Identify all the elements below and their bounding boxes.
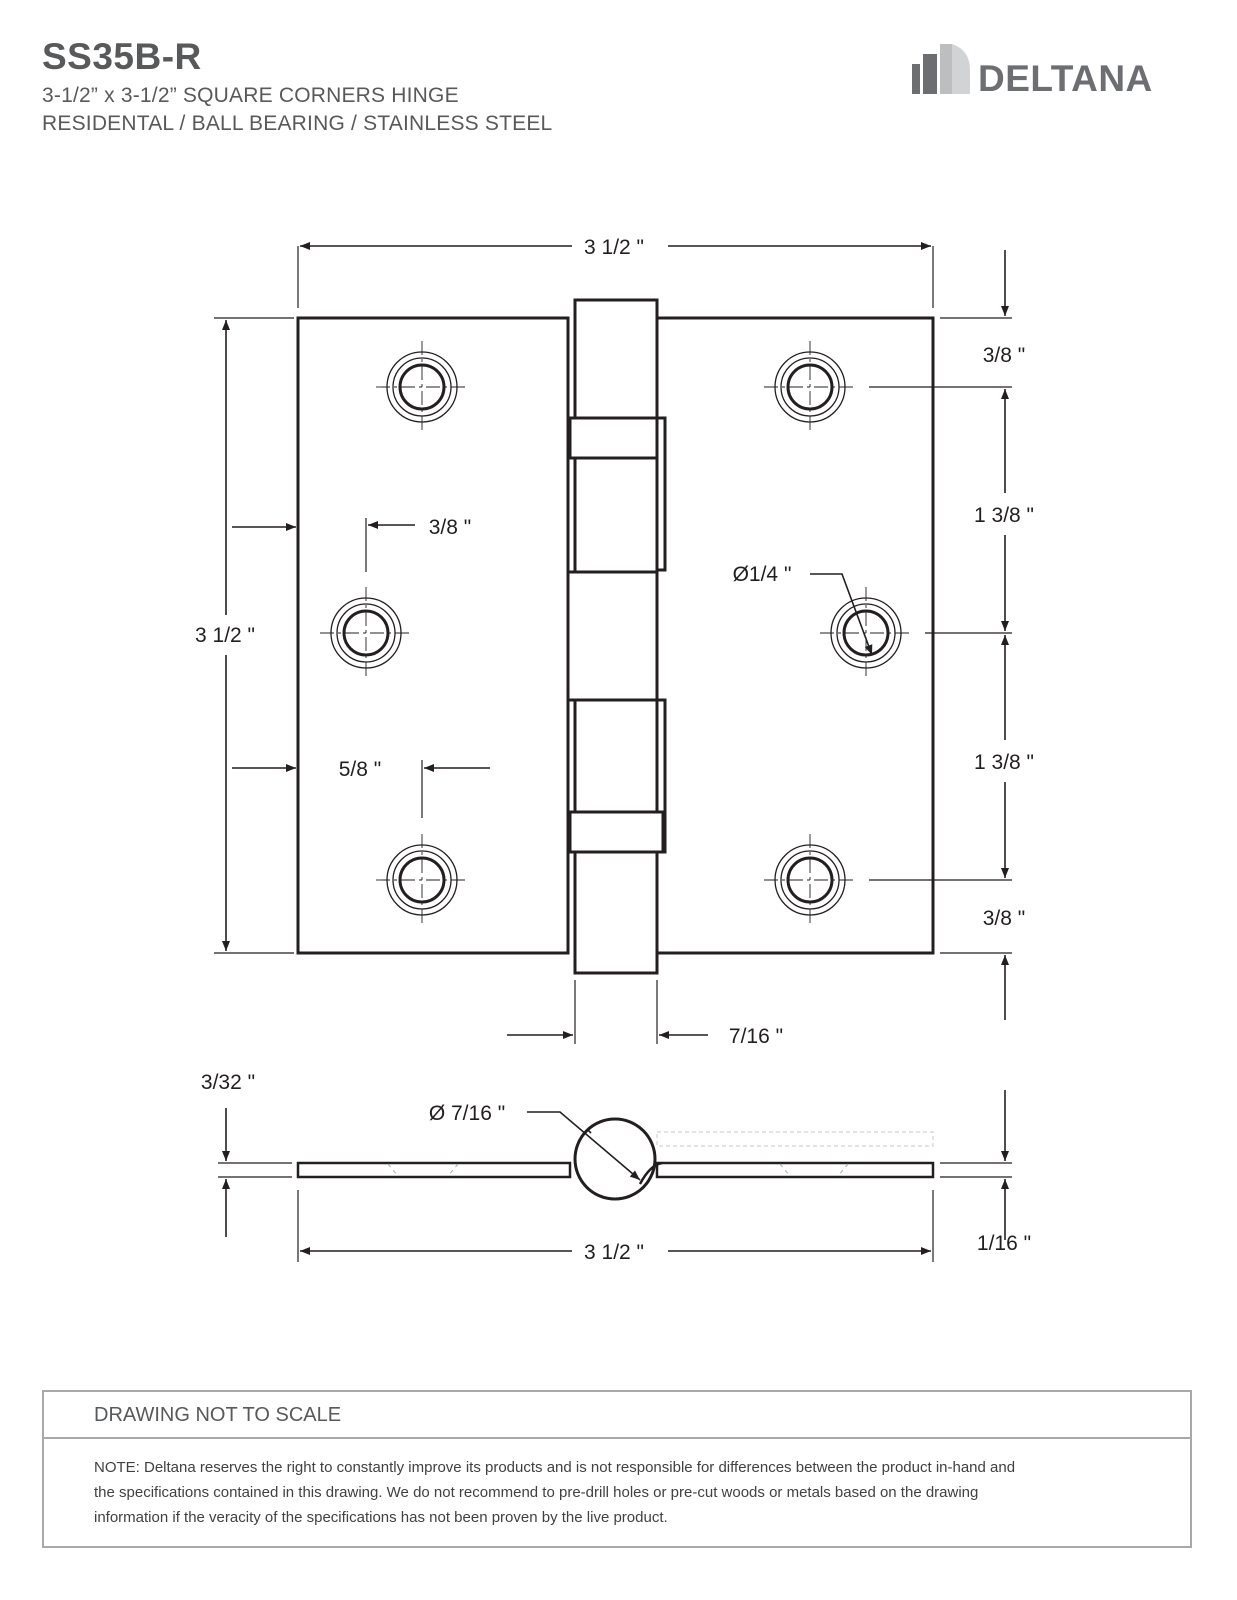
screw-hole [820,587,912,679]
knuckle-3 [568,810,665,854]
knuckle-2 [566,570,659,702]
dim-side-thickness: 1/16 " [977,1232,1031,1255]
note-panel: DRAWING NOT TO SCALE NOTE: Deltana reser… [42,1390,1192,1548]
deltana-logo-icon [912,44,970,94]
screw-hole [764,341,856,433]
logo-wordmark: DELTANA [978,58,1153,99]
dim-hole-offset-lower: 5/8 " [339,758,381,781]
hinge-side-view [218,1090,1012,1262]
screw-hole [376,834,468,926]
note-line: information if the veracity of the speci… [94,1509,668,1526]
note-line: NOTE: Deltana reserves the right to cons… [94,1459,1016,1476]
dim-right-span-upper: 1 3/8 " [974,504,1034,527]
dim-hole-diameter: Ø1/4 " [733,563,792,586]
note-heading: DRAWING NOT TO SCALE [44,1392,1190,1439]
dim-hole-offset-upper: 3/8 " [429,516,471,539]
dim-left-height: 3 1/2 " [195,624,255,647]
dim-pin-diameter: Ø 7/16 " [429,1102,505,1125]
product-description: 3-1/2” x 3-1/2” SQUARE CORNERS HINGE [42,84,459,107]
screw-hole [764,834,856,926]
note-body: NOTE: Deltana reserves the right to cons… [44,1439,1190,1530]
screw-hole [320,587,412,679]
knuckle-1 [568,416,665,460]
product-code: SS35B-R [42,36,202,77]
dim-knuckle-width: 7/16 " [729,1025,783,1048]
screw-hole [376,341,468,433]
dim-right-bottom-margin: 3/8 " [983,907,1025,930]
dim-leaf-thickness: 3/32 " [201,1071,255,1094]
right-leaf [655,316,935,955]
hinge-front-view [296,298,935,975]
screw-holes [320,341,912,926]
dim-right-top-margin: 3/8 " [983,344,1025,367]
deltana-logo: DELTANA [912,42,1192,100]
dim-bottom-width: 3 1/2 " [584,1241,644,1264]
note-line: the specifications contained in this dra… [94,1484,979,1501]
product-specs: RESIDENTAL / BALL BEARING / STAINLESS ST… [42,112,553,135]
dim-top-width: 3 1/2 " [584,236,644,259]
hinge-technical-drawing: 3 1/2 " 3 1/2 " 3/8 " 1 3/8 " 1 3/8 " 3/… [195,236,1034,1264]
dim-right-span-lower: 1 3/8 " [974,751,1034,774]
